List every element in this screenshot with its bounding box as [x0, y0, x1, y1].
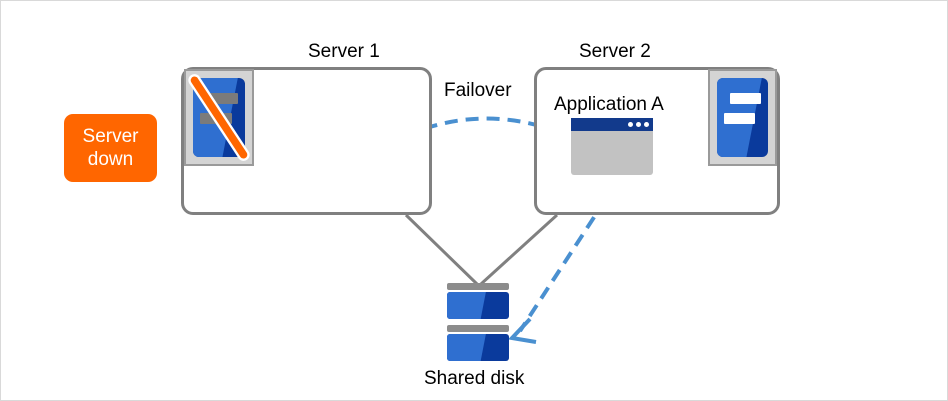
app-to-disk-arrowhead [507, 317, 537, 344]
status-badge-line1: Server [82, 126, 139, 147]
strike-through-icon [188, 74, 250, 161]
server2-title: Server 2 [579, 41, 651, 62]
shared-disk-icon [447, 283, 509, 361]
shared-disk-label: Shared disk [424, 368, 525, 389]
status-badge-line2: down [87, 149, 134, 170]
server-down-icon [184, 69, 254, 166]
server-slot-bar [730, 93, 761, 104]
disk-block [447, 334, 509, 361]
disk-unit [447, 325, 509, 361]
disk-unit [447, 283, 509, 319]
server-slot-bar [206, 93, 238, 104]
application-window-icon [571, 118, 653, 175]
connector-server1-to-disk [404, 213, 479, 286]
status-badge-server-down: Server down [64, 114, 157, 182]
server-slot-bar [724, 113, 755, 124]
server-chassis [717, 78, 768, 157]
connector-server2-to-disk [479, 213, 559, 286]
window-body [571, 131, 653, 175]
failover-label: Failover [444, 80, 512, 101]
server1-title: Server 1 [308, 41, 380, 62]
window-dot-icon [628, 122, 633, 127]
window-dot-icon [644, 122, 649, 127]
window-titlebar [571, 118, 653, 131]
application-label: Application A [554, 94, 664, 115]
server-active-icon [708, 69, 777, 166]
window-dot-icon [636, 122, 641, 127]
disk-cap [447, 283, 509, 290]
disk-cap [447, 325, 509, 332]
disk-block [447, 292, 509, 319]
